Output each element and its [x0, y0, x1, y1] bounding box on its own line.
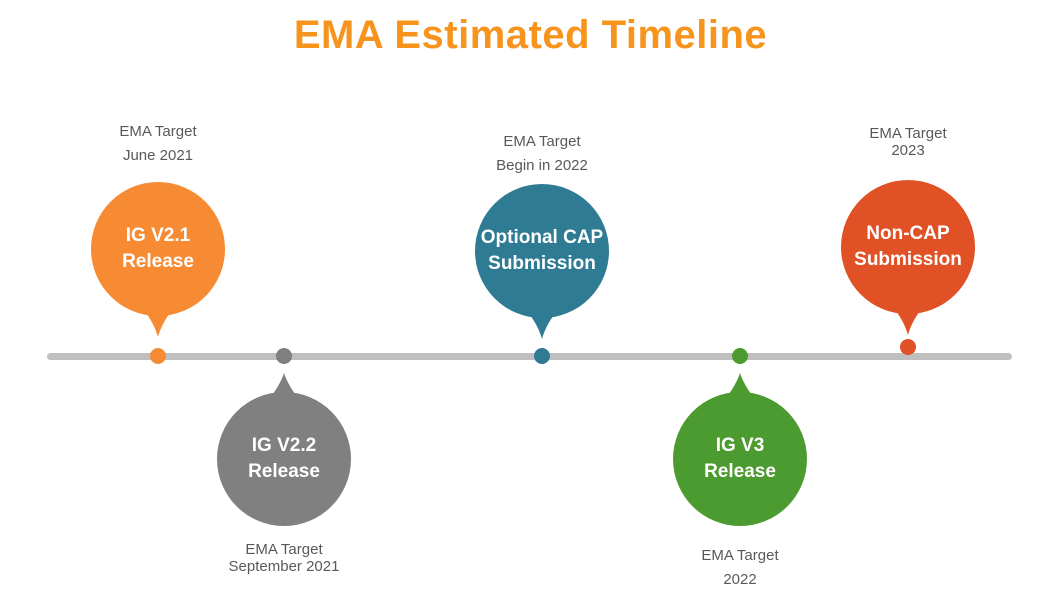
target-label-line1: EMA Target: [503, 133, 581, 150]
target-label-line1: EMA Target: [119, 123, 197, 140]
balloon-label: IG V2.1 Release: [88, 223, 228, 275]
target-label-line1: EMA Target: [869, 125, 947, 142]
balloon-shape: [673, 373, 807, 526]
balloon-shape: [91, 182, 225, 337]
balloon-label-line2: Release: [248, 461, 320, 482]
balloon-tail: [881, 293, 935, 335]
balloon-label: IG V3 Release: [670, 433, 810, 485]
timeline-dot-circle: [534, 348, 550, 364]
target-label-line2: 2023: [891, 142, 925, 159]
balloon-circle: [673, 392, 807, 526]
timeline-axis: [47, 353, 1012, 360]
balloon-label: IG V2.2 Release: [214, 433, 354, 485]
balloon-tail: [257, 373, 311, 413]
target-label: EMA Target September 2021: [174, 541, 394, 575]
timeline-dot-circle: [732, 348, 748, 364]
timeline-dot: [534, 348, 550, 364]
timeline-dot: [276, 348, 292, 364]
balloon-label-line2: Submission: [488, 253, 596, 274]
balloon-tail: [515, 297, 569, 339]
timeline-dot: [150, 348, 166, 364]
balloon-label-line1: Non-CAP: [866, 223, 950, 244]
balloon-label-line1: IG V2.1: [125, 225, 191, 246]
balloon-circle: [91, 182, 225, 316]
target-label: EMA Target 2022: [630, 544, 850, 592]
timeline-dot: [900, 339, 916, 355]
balloon-label-line2: Release: [704, 461, 776, 482]
target-label-line2: Begin in 2022: [496, 157, 588, 174]
balloon-circle: [475, 184, 609, 318]
balloon-label-line1: IG V3: [715, 435, 765, 456]
balloon-tail: [713, 373, 767, 413]
balloon-label-line1: IG V2.2: [251, 435, 317, 456]
balloon-circle: [217, 392, 351, 526]
balloon-label-line2: Submission: [854, 249, 962, 270]
target-label-line2: June 2021: [122, 147, 194, 164]
balloon-tail: [131, 295, 185, 337]
balloon-shape: [841, 180, 975, 335]
target-label-line2: 2022: [723, 571, 757, 588]
page-title: EMA Estimated Timeline: [293, 13, 768, 57]
target-label-line1: EMA Target: [701, 547, 779, 564]
timeline-axis-bar: [47, 353, 1012, 360]
target-label: EMA Target June 2021: [48, 120, 268, 168]
timeline-dot-circle: [276, 348, 292, 364]
target-label-line2: September 2021: [228, 558, 340, 575]
balloon-shape: [475, 184, 609, 339]
timeline-dot: [732, 348, 748, 364]
balloon-label: Non-CAP Submission: [838, 221, 978, 273]
balloon-label-line1: Optional CAP: [480, 227, 604, 248]
target-label-line1: EMA Target: [245, 541, 323, 558]
target-label: EMA Target 2023: [798, 125, 1018, 159]
balloon-label-line2: Release: [122, 251, 194, 272]
balloon-circle: [841, 180, 975, 314]
target-label: EMA Target Begin in 2022: [432, 130, 652, 178]
balloon-label: Optional CAP Submission: [472, 225, 612, 277]
timeline-dot-circle: [900, 339, 916, 355]
balloon-shape: [217, 373, 351, 526]
timeline-dot-circle: [150, 348, 166, 364]
